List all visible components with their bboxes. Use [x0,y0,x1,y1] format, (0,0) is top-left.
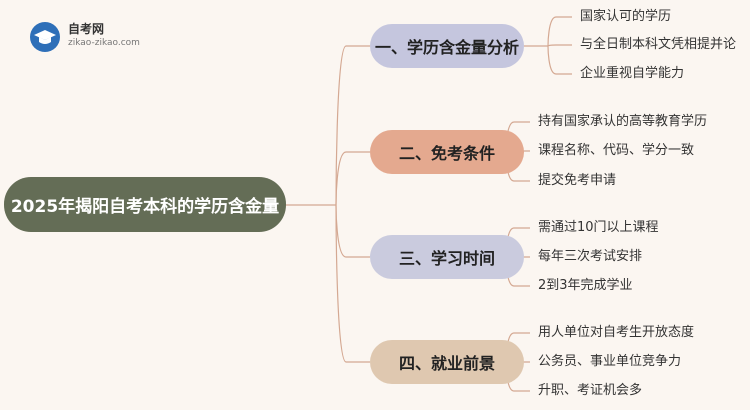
branch-connector [335,204,370,258]
branch-node-career-prospects: 四、就业前景 [370,340,524,384]
branch-node-exemption-conditions: 二、免考条件 [370,130,524,174]
leaf-node: 提交免考申请 [538,173,617,188]
leaf-node: 与全日制本科文凭相提并论 [580,37,737,52]
leaf-node: 需通过10门以上课程 [538,220,659,235]
leaf-node: 每年三次考试安排 [538,249,643,264]
leaf-connector [547,44,572,47]
leaf-node: 升职、考证机会多 [538,383,643,398]
branch-connector [335,151,370,206]
leaf-node: 2到3年完成学业 [538,278,633,293]
logo-subtitle: zikao-zikao.com [68,38,140,48]
leaf-connector [547,45,572,75]
leaf-node: 课程名称、代码、学分一致 [538,143,695,158]
branch-connector [335,204,370,363]
leaf-node: 公务员、事业单位竞争力 [538,354,682,369]
leaf-connector [547,16,572,47]
branch-connector [335,45,370,206]
leaf-node: 企业重视自学能力 [580,66,685,81]
leaf-node: 国家认可的学历 [580,9,672,24]
branch-node-study-duration: 三、学习时间 [370,235,524,279]
leaf-node: 持有国家承认的高等教育学历 [538,114,708,129]
root-node: 2025年揭阳自考本科的学历含金量 [4,177,286,232]
branch-node-qualification-value: 一、学历含金量分析 [370,24,524,68]
leaf-node: 用人单位对自考生开放态度 [538,325,695,340]
logo-title: 自考网 [68,22,105,36]
graduation-cap-icon [30,22,60,52]
